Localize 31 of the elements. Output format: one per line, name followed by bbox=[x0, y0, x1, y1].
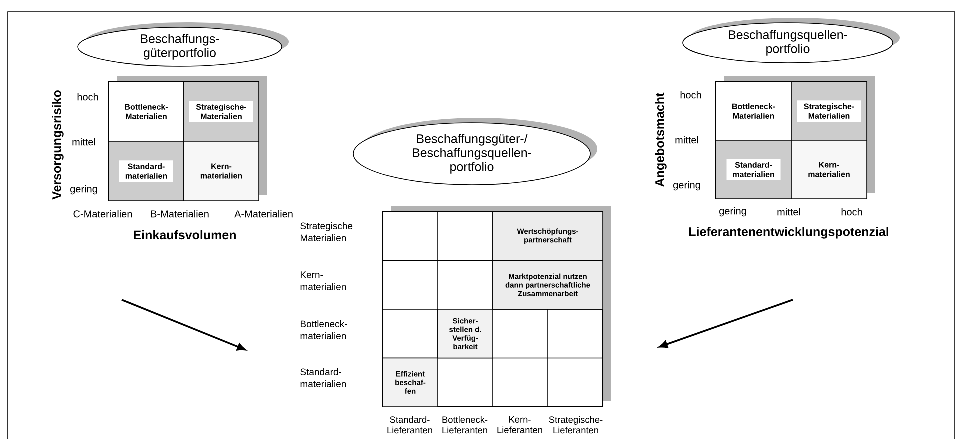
row-label: Kern- materialien bbox=[300, 272, 346, 290]
column-label: Strategische- Lieferanten bbox=[549, 416, 603, 434]
axis-label: mittel bbox=[676, 136, 698, 144]
matrix-quadrant: Standard- materialien bbox=[716, 140, 792, 200]
row-label: Standard- materialien bbox=[300, 368, 346, 388]
matrix-quadrant: Bottleneck- Materialien bbox=[108, 82, 184, 142]
matrix-quadrant: Strategische- Materialien bbox=[184, 82, 260, 142]
matrix-quadrant: Strategische- Materialien bbox=[791, 82, 868, 141]
axis-title: Einkaufsvolumen bbox=[134, 230, 236, 240]
column-label: Bottleneck- Lieferanten bbox=[442, 416, 488, 434]
matrix-quadrant: Bottleneck- Materialien bbox=[716, 82, 792, 141]
axis-label: mittel bbox=[72, 138, 96, 146]
axis-title: Versorgungsrisiko bbox=[52, 90, 64, 200]
axis-title: Angebotsmacht bbox=[655, 92, 667, 187]
axis-label: B-Materialien bbox=[151, 210, 209, 218]
axis-label: gering bbox=[674, 181, 700, 191]
row-label: Bottleneck- materialien bbox=[300, 320, 348, 340]
row-label: Strategische Materialien bbox=[300, 222, 353, 242]
axis-label: A-Materialien bbox=[234, 210, 293, 218]
matrix-quadrant: Kern- materialien bbox=[791, 140, 868, 200]
column-label: Standard- Lieferanten bbox=[388, 416, 432, 434]
axis-label: C-Materialien bbox=[74, 210, 132, 218]
column-label: Kern- Lieferanten bbox=[498, 416, 542, 434]
axis-label: hoch bbox=[842, 208, 862, 216]
axis-title: Lieferantenentwicklungspotenzial bbox=[689, 227, 888, 239]
matrix-quadrant: Kern- materialien bbox=[184, 141, 260, 202]
axis-label: mittel bbox=[778, 208, 800, 216]
axis-label: hoch bbox=[680, 91, 702, 99]
matrix-quadrant: Standard- materialien bbox=[108, 141, 184, 202]
axis-label: hoch bbox=[78, 93, 98, 101]
axis-label: gering bbox=[70, 185, 98, 195]
